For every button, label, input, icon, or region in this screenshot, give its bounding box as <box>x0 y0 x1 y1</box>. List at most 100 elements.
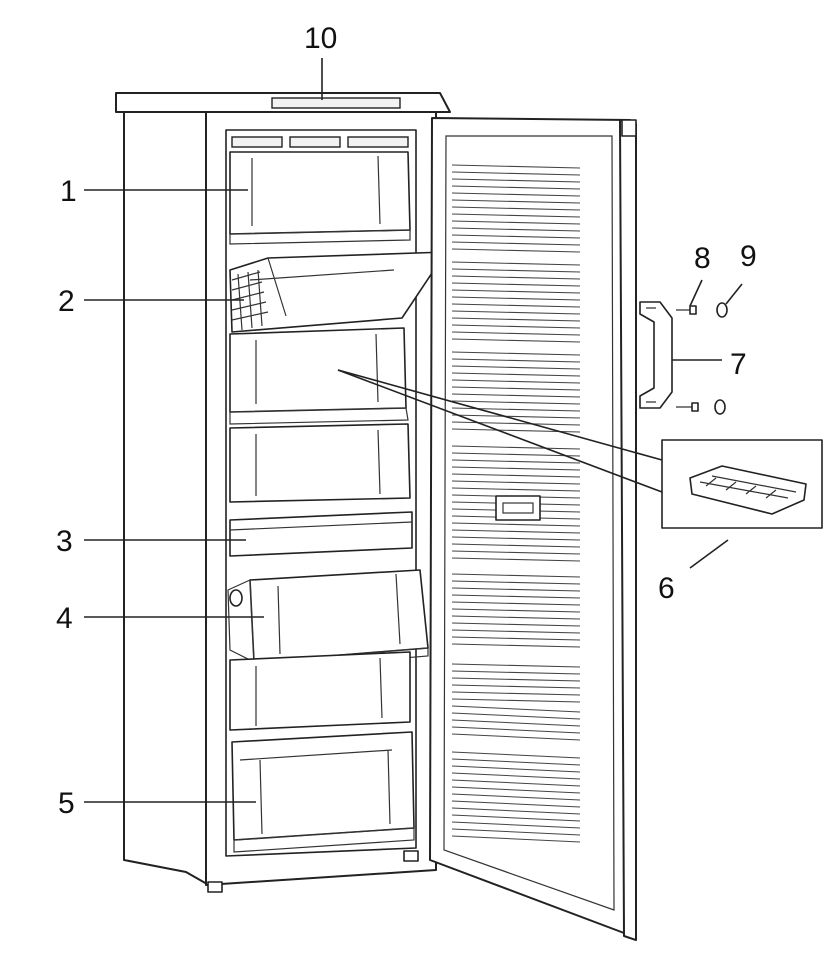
callout-labels: 1 2 3 4 5 6 7 8 9 10 <box>56 22 757 820</box>
door-slat <box>451 331 581 336</box>
door-slat <box>451 227 581 232</box>
drawer-third <box>229 423 411 503</box>
shelf-front <box>229 511 413 557</box>
door-slat <box>451 414 581 419</box>
door-handle-icon <box>639 301 673 409</box>
door-slat <box>451 807 581 815</box>
callout-9: 9 <box>740 240 757 273</box>
door-slat <box>451 171 581 176</box>
door-slat <box>451 268 581 273</box>
door-slat <box>451 698 581 703</box>
door-slat <box>451 386 581 391</box>
door-slat <box>451 296 581 301</box>
door-slat <box>451 338 581 343</box>
door-slat <box>451 220 581 225</box>
door-slat <box>451 601 581 606</box>
door-slat <box>451 529 581 534</box>
leader-8 <box>689 279 703 307</box>
door-slat <box>451 786 581 794</box>
door-slat <box>451 550 581 555</box>
door-slat <box>451 445 581 450</box>
door-slat <box>451 372 581 377</box>
door-slat <box>451 164 581 169</box>
callout-2: 2 <box>58 285 75 318</box>
door-slat <box>451 821 581 829</box>
door-slat <box>451 351 581 356</box>
callout-4: 4 <box>56 602 73 635</box>
cover-cap-icon <box>714 302 728 415</box>
door-slat <box>451 705 581 713</box>
door-slat <box>451 261 581 266</box>
door-slat <box>451 636 581 641</box>
door-slat <box>451 324 581 329</box>
door-slat <box>451 733 581 741</box>
door-slat <box>451 828 581 836</box>
drawer-top <box>229 151 411 245</box>
drawer-lower <box>229 651 411 731</box>
callout-leaders <box>84 58 743 803</box>
door-slat <box>451 835 581 843</box>
door-slat <box>451 800 581 808</box>
door-slat <box>451 522 581 527</box>
door-slat <box>451 594 581 599</box>
callout-10: 10 <box>304 22 337 55</box>
door-slat <box>451 358 581 363</box>
door-slat <box>451 289 581 294</box>
ice-tray-inset <box>337 369 823 529</box>
door-slat <box>451 480 581 485</box>
door-slat <box>451 400 581 405</box>
door-slat <box>451 691 581 696</box>
callout-5: 5 <box>58 787 75 820</box>
door-slat <box>451 587 581 592</box>
door-slat <box>451 317 581 322</box>
door-slat <box>451 670 581 675</box>
door-slat <box>451 282 581 287</box>
screw-icon <box>676 305 699 412</box>
door-slat <box>451 719 581 727</box>
door-slat <box>451 466 581 471</box>
door-slat <box>451 726 581 734</box>
door-slat <box>451 557 581 562</box>
door-slat <box>451 185 581 190</box>
door-slat <box>451 677 581 682</box>
door-slat <box>451 421 581 426</box>
door-slat <box>451 814 581 822</box>
door-slat <box>451 615 581 620</box>
temperature-control-icon <box>495 495 541 521</box>
leader-9 <box>725 283 743 305</box>
freezer-door <box>429 117 637 941</box>
door-slat <box>451 487 581 492</box>
door-slat <box>451 629 581 634</box>
drawer-bottom <box>231 731 415 853</box>
door-slat <box>451 608 581 613</box>
door-slat <box>451 473 581 478</box>
flap-grid <box>231 269 269 331</box>
door-slat <box>451 536 581 541</box>
door-slat <box>451 622 581 627</box>
door-slat <box>451 643 581 648</box>
door-slat <box>451 234 581 239</box>
door-slat <box>451 248 581 253</box>
door-slat <box>451 772 581 780</box>
door-slat <box>451 663 581 668</box>
door-slat <box>451 580 581 585</box>
drawer-second <box>229 327 409 425</box>
ice-cube-tray-icon <box>689 465 807 515</box>
door-slat <box>451 543 581 548</box>
door-slat <box>451 712 581 720</box>
door-slat <box>451 452 581 457</box>
door-slat <box>451 241 581 246</box>
door-slat <box>451 275 581 280</box>
door-slat <box>451 751 581 759</box>
door-slat <box>451 459 581 464</box>
drawer-pulled-out <box>227 569 429 671</box>
door-liner-slats <box>451 164 581 843</box>
callout-8: 8 <box>694 242 711 275</box>
door-slat <box>451 192 581 197</box>
door-slat <box>451 684 581 689</box>
leader-6 <box>689 539 729 569</box>
door-slat <box>451 573 581 578</box>
door-slat <box>451 213 581 218</box>
door-slat <box>451 379 581 384</box>
